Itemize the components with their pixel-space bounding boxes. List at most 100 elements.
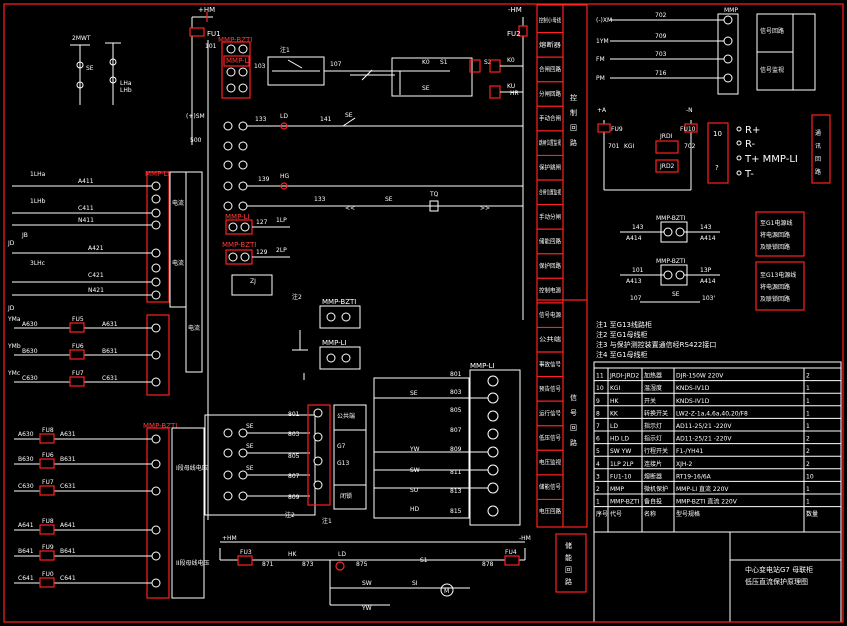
sig-xm: (-)XM	[596, 17, 612, 24]
svg-text:K0: K0	[422, 59, 430, 66]
bus-coupling-links: MMP-BZTI 143 143 A414 A414 MMP-BZTI 101 …	[620, 211, 805, 311]
svg-text:1LHa: 1LHa	[30, 171, 46, 178]
svg-text:103: 103	[254, 63, 266, 70]
svg-text:3LHc: 3LHc	[30, 260, 45, 267]
device-mmp-bzti-top: MMP-BZTI MMP-LI 101 103	[205, 36, 266, 99]
pt-wire-b: B630	[22, 348, 38, 355]
panel-label: 信号电源	[539, 311, 561, 319]
table-cell: 1	[806, 410, 810, 417]
panel-label: 电压回路	[539, 508, 561, 516]
table-cell: 2	[806, 436, 810, 443]
table-cell: 10	[806, 473, 814, 480]
energy-box-char-3: 路	[565, 577, 572, 586]
table-cell: 1	[806, 398, 810, 405]
control-bus-right: -HM FU2	[507, 6, 528, 320]
pt2-out-5: C641	[60, 575, 76, 582]
svg-text:注2: 注2	[285, 511, 295, 519]
svg-text:807: 807	[288, 473, 300, 480]
table-cell: 4	[596, 461, 600, 468]
svg-text:HR: HR	[510, 90, 519, 97]
svg-text:A421: A421	[88, 245, 104, 252]
table-cell: 1	[596, 499, 600, 506]
mt-101: 101	[632, 267, 644, 274]
panel-label: 预告信号	[539, 385, 561, 393]
svg-text:注2: 注2	[292, 293, 302, 301]
svg-text:807: 807	[450, 427, 462, 434]
left-terminal-column: (+)SM 500 133 LD 141 SE 139 HG 133 SE TQ…	[186, 112, 523, 212]
bus-block-1: I段母线电压	[176, 464, 208, 472]
pt2-fuse-0: FU8	[42, 427, 54, 434]
pt-input-section: YMa YMb YMc A630 B630 C630 FU5 FU6 FU7 A…	[7, 314, 170, 396]
svg-text:JRDI: JRDI	[659, 133, 673, 140]
pt-fuse-b: FU6	[72, 343, 84, 350]
svg-text:500: 500	[190, 137, 202, 144]
panel-label: 控制小母线	[539, 16, 561, 24]
svg-text:注1: 注1	[322, 517, 332, 525]
svg-text:K0: K0	[507, 57, 515, 64]
pt2-fuse-2: FU7	[42, 479, 54, 486]
table-cell: 2	[806, 461, 810, 468]
svg-text:KGI: KGI	[624, 143, 635, 150]
panel-label: 低压信号	[539, 434, 561, 442]
pt-in-c: YMc	[7, 370, 20, 377]
bus-bottom-right: -HM	[519, 535, 531, 542]
svg-text:129: 129	[256, 249, 268, 256]
device-mid-b-label: MMP-LI	[322, 339, 347, 347]
pt2-fuse-1: FU6	[42, 452, 54, 459]
bus-plus-hm: +HM	[198, 6, 215, 14]
title-block: 中心变电站G7 母联柜 低压直流保护原理图	[593, 531, 842, 623]
comm-t-minus: T-	[744, 169, 754, 180]
panel-label: 跳闸位置监视	[539, 139, 561, 147]
svg-text:815: 815	[450, 508, 462, 515]
pt2-out-1: B631	[60, 456, 76, 463]
switch-block-1: 注1 107	[267, 46, 400, 86]
table-cell: AD11-25/21 -220V	[676, 436, 732, 443]
panel-label: 运行信号	[539, 409, 561, 417]
right-box-1: 信号回路	[760, 27, 784, 35]
motor-871: 871	[262, 561, 274, 568]
svg-text:801: 801	[288, 411, 300, 418]
table-cell: MMP	[610, 486, 624, 493]
svg-text:>>: >>	[480, 205, 490, 212]
energy-storage-box: 储 能 回 路	[555, 533, 587, 593]
svg-text:及联锁回路: 及联锁回路	[760, 243, 790, 251]
svg-text:107: 107	[330, 61, 342, 68]
svg-text:141: 141	[320, 116, 332, 123]
svg-text:G13: G13	[337, 460, 349, 467]
mt-13p: 13P	[700, 267, 712, 274]
pt-fuse-c: FU7	[72, 370, 84, 377]
table-cell: 指示灯	[644, 422, 662, 430]
motor-fu4: FU4	[505, 549, 517, 556]
table-cell: 10	[596, 385, 604, 392]
bus-minus-hm: -HM	[508, 6, 522, 14]
svg-text:MMP-LI: MMP-LI	[145, 170, 170, 178]
svg-text:SE: SE	[422, 85, 430, 92]
heater-circuit: +A -N FU9 FU10 JRDI JRD2 701 KGI 702 10 …	[597, 107, 831, 191]
svg-text:SE: SE	[385, 196, 393, 203]
table-cell: 指示灯	[644, 435, 662, 443]
pt2-out-2: C631	[60, 483, 76, 490]
motor-878: 878	[482, 561, 494, 568]
panel-label: 合闸位置监视	[539, 188, 561, 196]
panel-label: 事故信号	[539, 360, 561, 368]
svg-text:805: 805	[288, 453, 300, 460]
panel-label: 公共端	[539, 336, 561, 344]
pt2-wire-2: C630	[18, 483, 34, 490]
svg-text:101: 101	[205, 43, 217, 50]
mt-a414: A414	[626, 235, 642, 242]
pt2-fuse-3: FU8	[42, 518, 54, 525]
right-box-2: 信号监视	[760, 66, 784, 74]
table-cell: DJR-150W 220V	[676, 373, 724, 380]
svg-text:MMP-BZTI: MMP-BZTI	[656, 215, 686, 222]
svg-text:路: 路	[815, 168, 821, 176]
table-cell: LD	[610, 423, 618, 430]
pt2-wire-3: A641	[18, 522, 34, 529]
svg-text:10: 10	[713, 130, 722, 138]
svg-text:MMP-LI: MMP-LI	[226, 57, 251, 65]
pt-out-c: C631	[102, 375, 118, 382]
svg-text:JD: JD	[7, 240, 15, 247]
pt2-out-0: A631	[60, 431, 76, 438]
vertical-function-panel: 控制小母线熔断器合闸回路分闸回路手动合闸跳闸位置监视保护跳闸合闸位置监视手动分闸…	[536, 4, 588, 528]
table-cell: 熔断器	[644, 472, 662, 480]
bus-pos: +A	[597, 107, 607, 114]
